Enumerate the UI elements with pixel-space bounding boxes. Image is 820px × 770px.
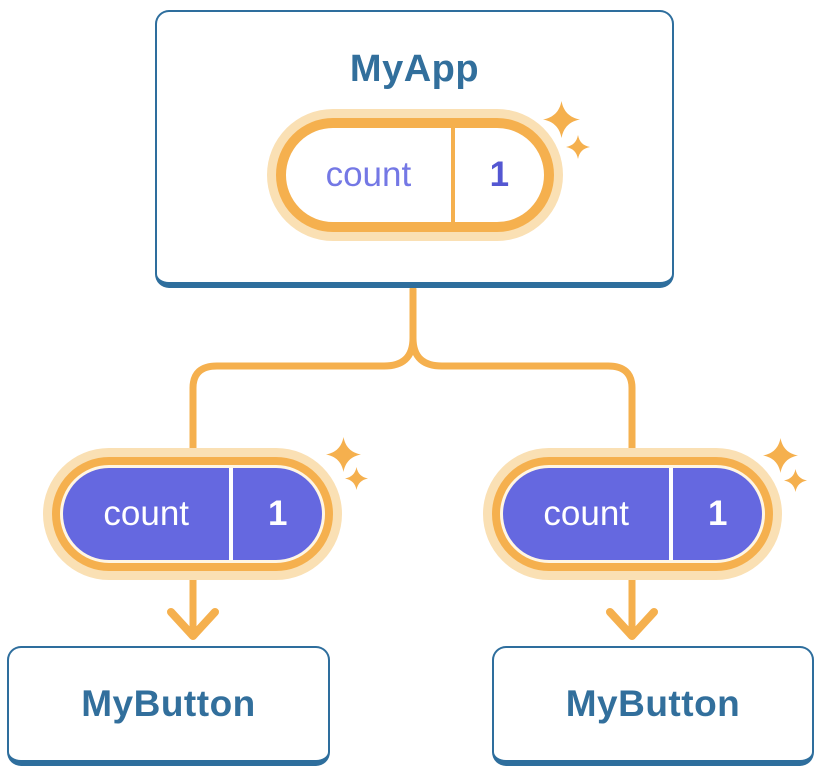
prop-pill-ring: count 1 [52, 457, 333, 571]
component-title: MyButton [81, 682, 256, 724]
component-card-myapp: MyApp count 1 [155, 10, 674, 288]
state-pill-count: count 1 [266, 109, 563, 241]
component-title: MyApp [349, 48, 480, 90]
arrow-down-icon [167, 608, 219, 640]
state-value: 1 [489, 155, 510, 194]
state-pill-ring: count 1 [275, 118, 554, 232]
sparkle-icon [784, 469, 807, 492]
arrow-down-icon [606, 608, 658, 640]
pill-divider [451, 128, 456, 222]
prop-pill-body: count 1 [503, 468, 762, 560]
prop-pill-ring: count 1 [492, 457, 773, 571]
component-card-mybutton-right: MyButton [492, 646, 814, 766]
prop-value: 1 [707, 494, 728, 533]
state-label: count [325, 155, 412, 194]
prop-label: count [543, 494, 630, 533]
prop-pill-count-left: count 1 [43, 448, 342, 580]
sparkle-icon [345, 467, 368, 490]
sparkle-icon [763, 438, 798, 473]
prop-pill-body: count 1 [63, 468, 322, 560]
component-card-mybutton-left: MyButton [7, 646, 330, 766]
prop-pill-count-right: count 1 [483, 448, 782, 580]
branch-right-line [409, 334, 636, 638]
sparkle-icon [566, 135, 590, 159]
pill-divider [669, 468, 674, 560]
component-title: MyButton [565, 682, 741, 724]
pill-divider [229, 468, 234, 560]
sparkle-icon [326, 437, 361, 472]
sparkle-icon [543, 101, 580, 138]
prop-label: count [103, 494, 190, 533]
prop-value: 1 [267, 494, 288, 533]
